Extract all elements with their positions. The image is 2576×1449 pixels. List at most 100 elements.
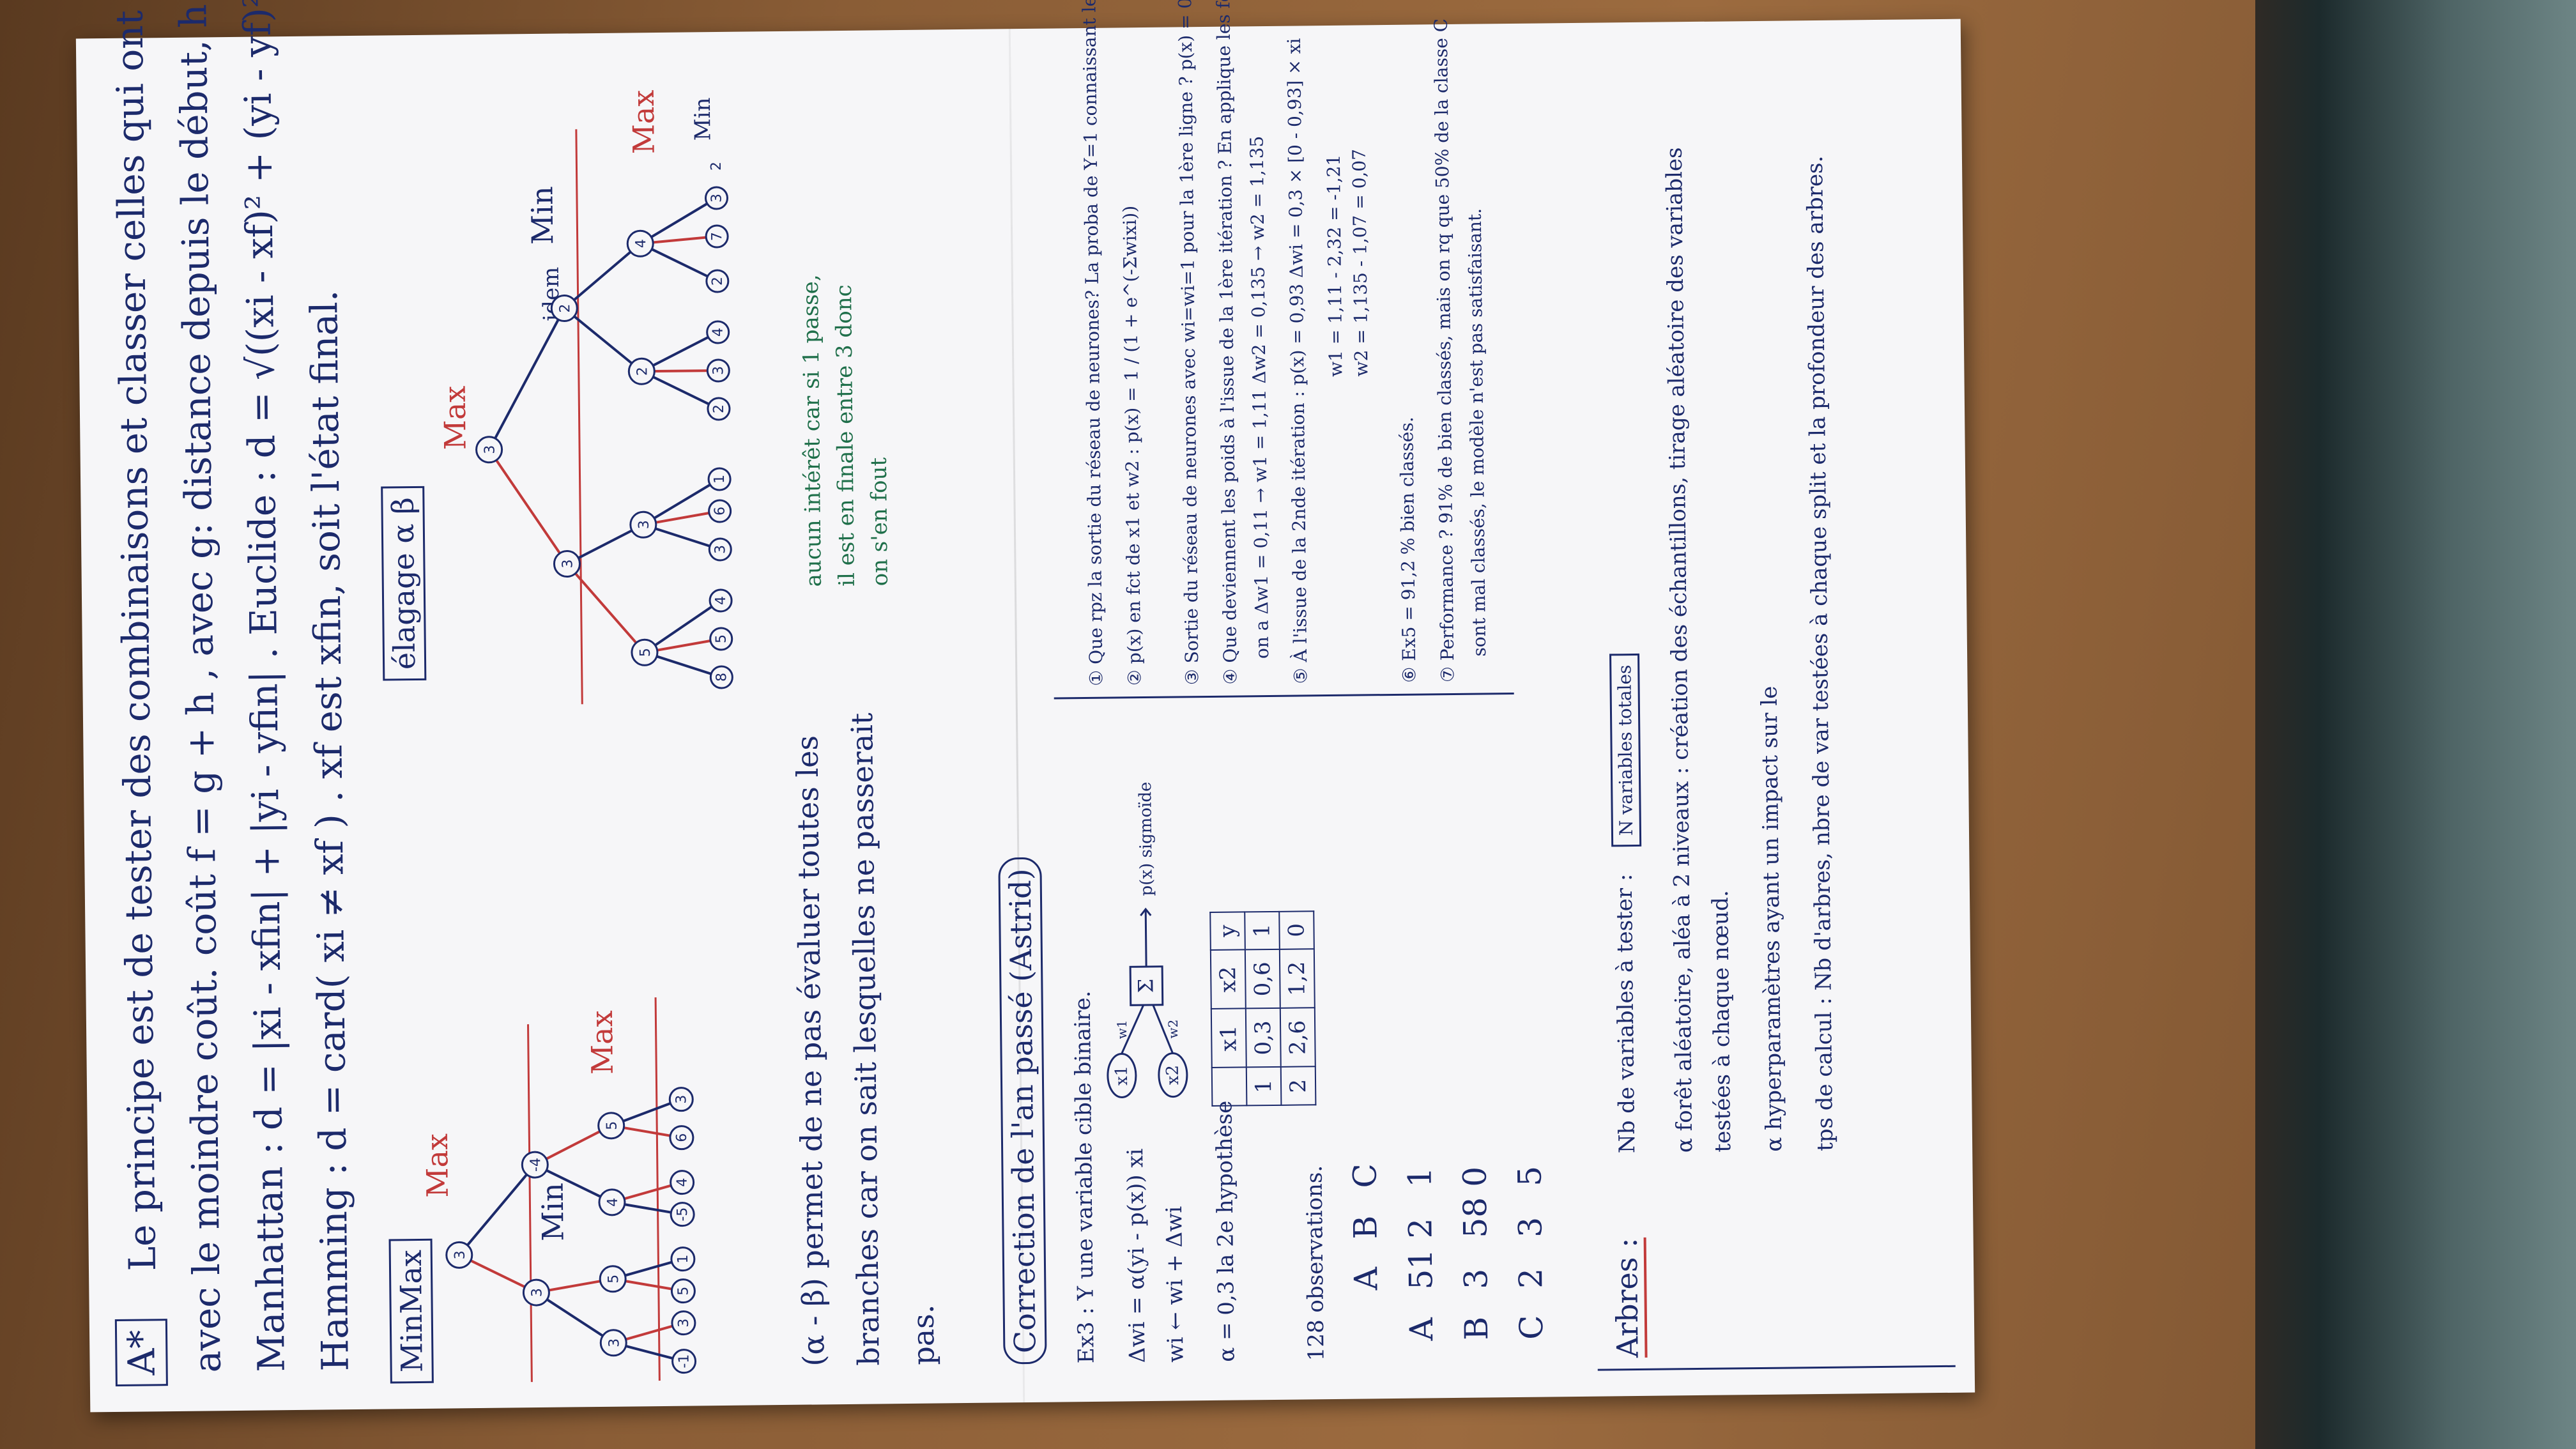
alphabeta-note: (α - β) permet de ne pas évaluer toutes … [790,712,941,1367]
neuron-weight-1: w1 [1114,1020,1130,1039]
alphabeta-leaf-7: 2 [711,404,727,413]
arbres-line-3: tps de calcul : Nb d'arbres, nbre de var… [1802,155,1839,1152]
alphabeta-root-value: 3 [482,445,498,454]
table-header-row: x1 x2 y [1210,911,1247,1106]
minmax-leaf-6: 4 [675,1178,691,1187]
alphabeta-green-note: aucun intérêt car si 1 passe, il est en … [797,274,893,587]
alphabeta-l2-value-4: 4 [633,239,649,248]
alphabeta-l2-value-3: 2 [634,367,650,376]
matrix-header-cell [1347,1290,1385,1342]
arbres-bracket [1597,1365,1956,1371]
table-header-cell: x2 [1210,949,1246,1009]
alphabeta-leaf-4: 3 [712,545,728,554]
alphabeta-l1-value-2: 2 [557,303,573,312]
table-cell: 0,6 [1245,949,1280,1009]
alphabeta-label-min-2: Min [689,97,716,141]
table-header-cell: y [1210,911,1245,951]
minmax-l1-value-2: -4 [528,1158,544,1172]
alphabeta-leaf-6: 1 [712,475,728,484]
minmax-l2-value-1: 3 [606,1338,622,1347]
alphabeta-leaf-1: 8 [714,673,730,682]
astar-line-4: Hamming : d = card( xi ≠ xf ) . xf est x… [302,289,357,1372]
correction-formula-3: α = 0,3 la 2e hypothèse [1211,1100,1240,1362]
correction-title: Correction de l'an passé (Astrid) [998,857,1047,1365]
matrix-cell: 0 [1456,1166,1494,1187]
matrix-cell: C [1512,1315,1551,1340]
table-cell: 1 [1246,1067,1282,1106]
matrix-cell: 58 [1456,1197,1494,1238]
alphabeta-leaf-9: 4 [710,328,726,337]
alphabeta-title: élagage α β [381,486,427,681]
minmax-leaf-3: 5 [675,1287,691,1296]
step-5: ⑤ À l'issue de la 2nde itération : p(x) … [1283,38,1312,684]
alphabeta-label-max-1: Max [437,385,473,450]
neuron-diagram: x1 x2 w1 w2 Σ p(x) sigmoïde [1107,781,1188,1098]
table-header-cell [1211,1067,1247,1106]
minmax-l2-value-2: 5 [606,1275,622,1284]
neuron-weight-2: w2 [1165,1020,1181,1039]
matrix-cell: 2 [1512,1268,1550,1289]
notes-sheet: A* Le principe est de tester des combina… [75,0,1975,1413]
step-4: ④ Que deviennent les poids à l'issue de … [1212,0,1241,685]
minmax-leaf-4: 1 [675,1255,691,1264]
handwritten-notes: A* Le principe est de tester des combina… [76,0,1975,1413]
astar-line-2: avec le moindre coût. coût f = g + h , a… [169,0,229,1373]
matrix-cell: 2 [1402,1218,1439,1239]
correction-formula-1: Δwi = α(yi - p(x)) xi [1123,1148,1151,1363]
alphabeta-l1-value-1: 3 [560,559,576,568]
table-row: 1 0,3 0,6 1 [1245,911,1282,1106]
training-data-table: x1 x2 y 1 0,3 0,6 1 2 2,6 1,2 0 [1209,910,1316,1107]
alphabeta-l2-value-1: 5 [638,648,654,657]
matrix-cell: 5 [1511,1165,1549,1187]
arbres-boxed-note: N variables totales [1609,654,1642,847]
minmax-leaf-7: 6 [674,1133,690,1142]
minmax-leaf-8: 3 [673,1095,689,1104]
astar-line-1: Le principe est de tester des combinaiso… [106,0,165,1271]
matrix-cell: 1 [1401,1167,1439,1188]
alphabeta-leaf-3: 4 [713,596,729,605]
alphabeta-leaf-2: 5 [714,634,730,643]
alphabeta-leaf-8: 3 [710,366,726,375]
matrix-header-cell: B [1347,1215,1384,1239]
step-7-detail: sont mal classés, le modèle n'est pas sa… [1464,208,1491,657]
neuron-input-1: x1 [1112,1066,1131,1086]
matrix-cell: A [1402,1317,1441,1341]
neuron-input-2: x2 [1163,1065,1183,1085]
matrix-cell: B [1457,1316,1496,1340]
alphabeta-leaf-11: 7 [709,232,725,241]
matrix-cell: 3 [1512,1216,1549,1238]
table-cell: 0,3 [1245,1008,1281,1068]
astar-heading: A* [114,1319,168,1386]
alphabeta-leaf-10: 2 [710,277,726,286]
correction-ex3: Ex3 : Y une variable cible binaire. [1070,990,1100,1364]
matrix-cell: 51 [1402,1248,1440,1290]
minmax-leaf-2: 3 [676,1319,692,1328]
arbres-intro: Nb de variables à tester : [1611,873,1641,1154]
alphabeta-leaf-13: 2 [709,162,724,171]
table-edge-background [2255,0,2576,1449]
minmax-root-value: 3 [452,1250,468,1259]
matrix-header-cell: A [1347,1267,1385,1291]
arbres-line-1: α forêt aléatoire, aléa à 2 niveaux : cr… [1661,147,1736,1153]
arbres-title: Arbres : [1609,1238,1648,1358]
minmax-leaf-1: -1 [676,1354,692,1368]
step-4-detail: on a Δw1 = 0,11 → w1 = 1,11 Δw2 = 0,135 … [1246,135,1273,659]
minmax-tree: 3 3 -4 3 5 4 5 -1 3 5 1 -5 4 6 3 [445,1087,697,1374]
step-3: ③ Sortie du réseau de neurones avec wi=w… [1173,0,1203,686]
step-6: ⑥ Ex5 = 91,2 % bien classés. [1396,417,1420,683]
confusion-matrix: A B C A 51 2 1 B 3 58 0 C 2 3 5 [1346,1135,1550,1341]
table-cell: 2,6 [1280,1008,1315,1068]
minmax-l2-value-3: 4 [605,1198,621,1207]
neuron-sigmoid: p(x) sigmoïde [1136,781,1156,896]
step-5-w2: w2 = 1,135 - 1,07 = 0,07 [1348,148,1372,377]
neuron-sum: Σ [1133,979,1158,993]
table-cell: 2 [1280,1066,1316,1105]
minmax-l2-value-4: 5 [604,1121,620,1130]
step-5-w1: w1 = 1,11 - 2,32 = -1,21 [1322,154,1347,378]
alphabeta-tree: 3 3 2 5 3 2 4 8 5 4 3 6 1 2 3 4 2 7 3 2 [475,162,733,689]
minmax-leaf-5: -5 [675,1208,691,1222]
matrix-header-cell: C [1346,1163,1384,1188]
minmax-l1-value-1: 3 [529,1288,545,1297]
matrix-cell: 3 [1457,1268,1495,1289]
arbres-line-2: α hyperparamètres ayant un impact sur le [1756,686,1788,1152]
